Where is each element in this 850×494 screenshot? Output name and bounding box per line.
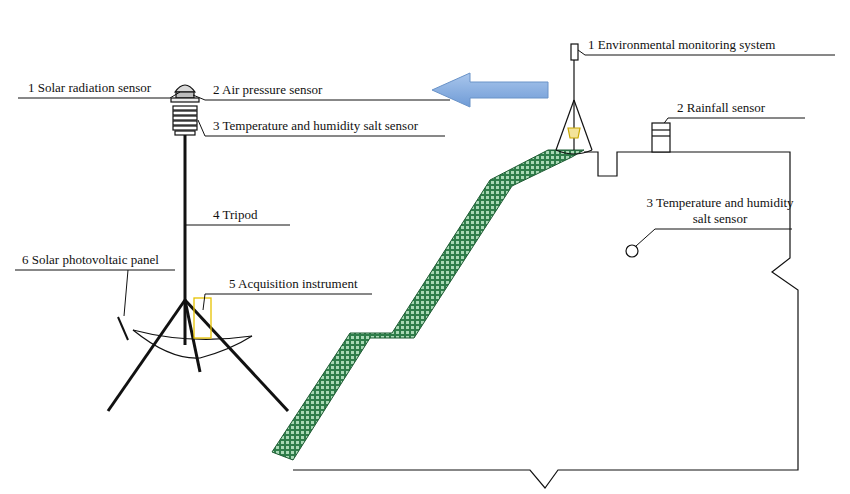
direction-arrow xyxy=(432,73,548,107)
rainfall-sensor xyxy=(652,123,670,152)
callout-label: 2 Rainfall sensor xyxy=(677,100,765,116)
sensor-base xyxy=(171,98,199,102)
tripod-station xyxy=(108,85,288,411)
callout-label: 3 Temperature and humidity salt sensor xyxy=(213,118,418,134)
temperature-humidity-salt-sensor xyxy=(626,245,638,257)
tripod-leg xyxy=(185,300,288,411)
acquisition-instrument xyxy=(194,298,211,338)
callout-label: 6 Solar photovoltaic panel xyxy=(22,252,159,268)
callout-label: 4 Tripod xyxy=(213,207,257,223)
radiation-shield xyxy=(173,106,197,135)
rainfall-sensor-line xyxy=(652,129,670,130)
environmental-monitoring-system xyxy=(556,44,592,154)
leg-brace xyxy=(133,330,252,339)
callout-label: 1 Environmental monitoring system xyxy=(588,37,775,53)
solar-photovoltaic-panel xyxy=(118,317,128,340)
tripod-leg xyxy=(185,300,200,372)
structure-section xyxy=(272,123,798,488)
tripod-pole xyxy=(184,135,187,345)
rainfall-sensor-line xyxy=(652,135,670,136)
slope-protection xyxy=(272,150,584,460)
leader-lines xyxy=(15,50,835,316)
tripod-leg xyxy=(108,300,185,411)
solar-radiation-sensor xyxy=(175,85,195,92)
callout-label: 3 Temperature and humidity salt sensor xyxy=(640,195,800,227)
callout-label: 2 Air pressure sensor xyxy=(213,82,322,98)
leg-brace xyxy=(133,330,252,358)
callout-label: 1 Solar radiation sensor xyxy=(28,80,151,96)
callout-label: 5 Acquisition instrument xyxy=(229,276,358,292)
